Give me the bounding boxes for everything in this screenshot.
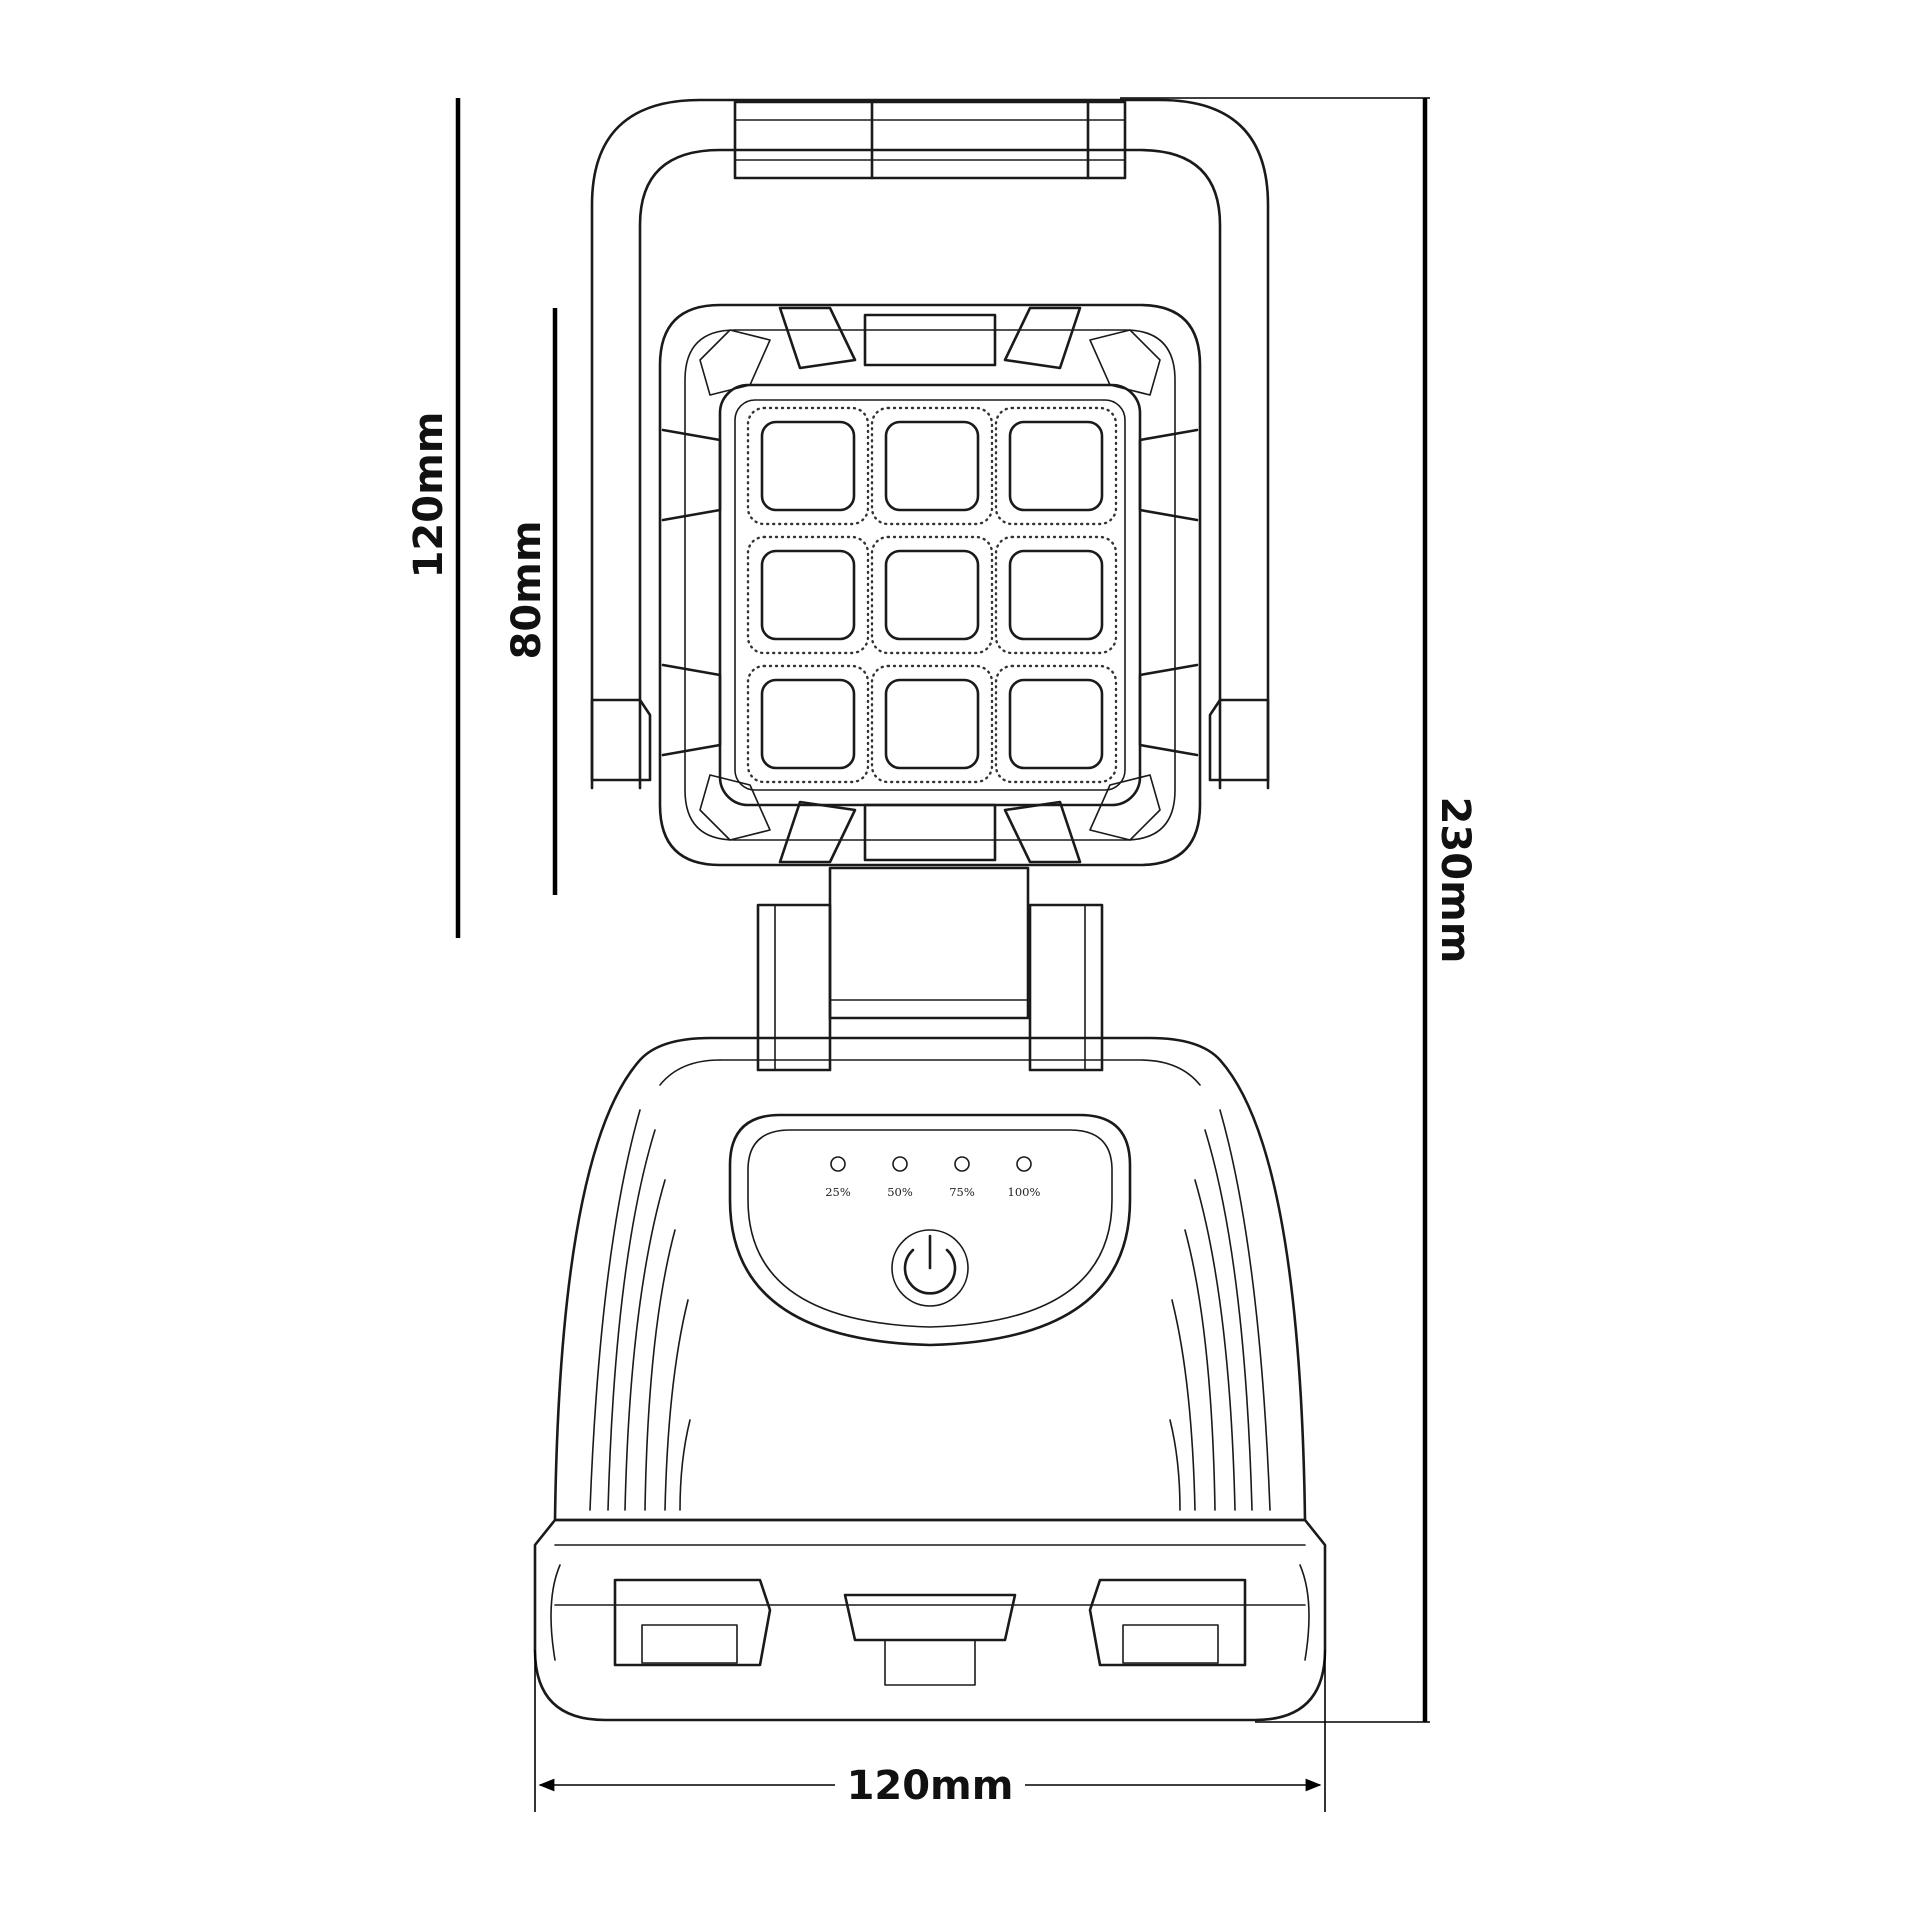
base-width-dimension: 120mm [534, 1650, 1326, 1812]
led-module-icon [870, 664, 994, 784]
yoke [756, 866, 1104, 1072]
led-module-icon [870, 535, 994, 655]
power-button[interactable] [891, 1229, 969, 1307]
led-module-icon [994, 535, 1118, 655]
led-module-icon [870, 406, 994, 526]
base-foot-center [843, 1593, 1017, 1686]
base-ring [533, 1518, 1327, 1722]
base-foot-right [1088, 1578, 1247, 1667]
left-pivot-cap [590, 698, 652, 782]
handle-grip [733, 100, 1127, 180]
led-module-icon [994, 406, 1118, 526]
battery-led-50 [892, 1156, 908, 1172]
head-height-dimension: 80mm [504, 308, 558, 895]
battery-label-25: 25% [825, 1185, 851, 1199]
handle-height-dimension: 120mm [406, 98, 461, 938]
total-height-dimension: 230mm [1120, 97, 1478, 1723]
handle-height-label: 120mm [406, 412, 452, 579]
base-body [553, 1036, 1307, 1522]
led-module-icon [746, 535, 870, 655]
base-foot-left [613, 1578, 772, 1667]
base-width-label: 120mm [847, 1763, 1014, 1809]
battery-label-50: 50% [887, 1185, 913, 1199]
battery-label-75: 75% [949, 1185, 975, 1199]
led-module-icon [746, 664, 870, 784]
led-module-icon [994, 664, 1118, 784]
battery-led-100 [1016, 1156, 1032, 1172]
battery-led-75 [954, 1156, 970, 1172]
right-pivot-cap [1208, 698, 1270, 782]
control-panel: 25% 50% 75% 100% [728, 1113, 1132, 1347]
light-head [658, 303, 1202, 867]
head-height-label: 80mm [504, 520, 550, 659]
power-icon [903, 1234, 957, 1295]
carry-handle [590, 98, 1270, 790]
led-module-icon [746, 406, 870, 526]
battery-led-25 [830, 1156, 846, 1172]
total-height-label: 230mm [1432, 797, 1478, 964]
led-grid [746, 406, 1118, 784]
battery-label-100: 100% [1008, 1185, 1041, 1199]
